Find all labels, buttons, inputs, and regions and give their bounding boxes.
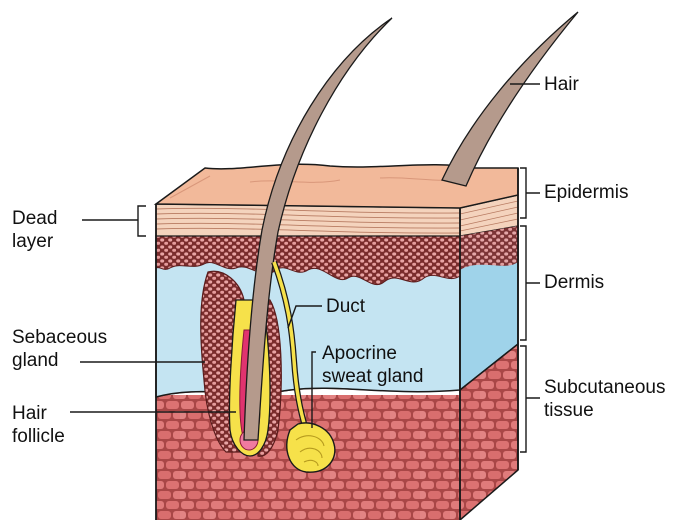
dead-layer-bracket	[82, 206, 146, 236]
right-side-face	[460, 195, 518, 520]
epidermis-bracket	[520, 168, 540, 218]
label-dermis: Dermis	[544, 271, 604, 294]
label-sebaceous-gland: Sebaceous gland	[12, 326, 107, 372]
label-subcutaneous-tissue: Subcutaneous tissue	[544, 376, 666, 422]
label-epidermis: Epidermis	[544, 181, 628, 204]
label-dead-layer: Dead layer	[12, 207, 57, 253]
subcutaneous-bracket	[520, 346, 540, 452]
label-hair-follicle: Hair follicle	[12, 402, 65, 448]
label-apocrine-sweat-gland: Apocrine sweat gland	[322, 342, 423, 388]
label-duct: Duct	[326, 295, 365, 318]
dead-layer-stripes	[156, 204, 460, 236]
label-hair: Hair	[544, 73, 579, 96]
hair-shaft-right	[442, 12, 578, 186]
dermis-bracket	[520, 226, 540, 340]
